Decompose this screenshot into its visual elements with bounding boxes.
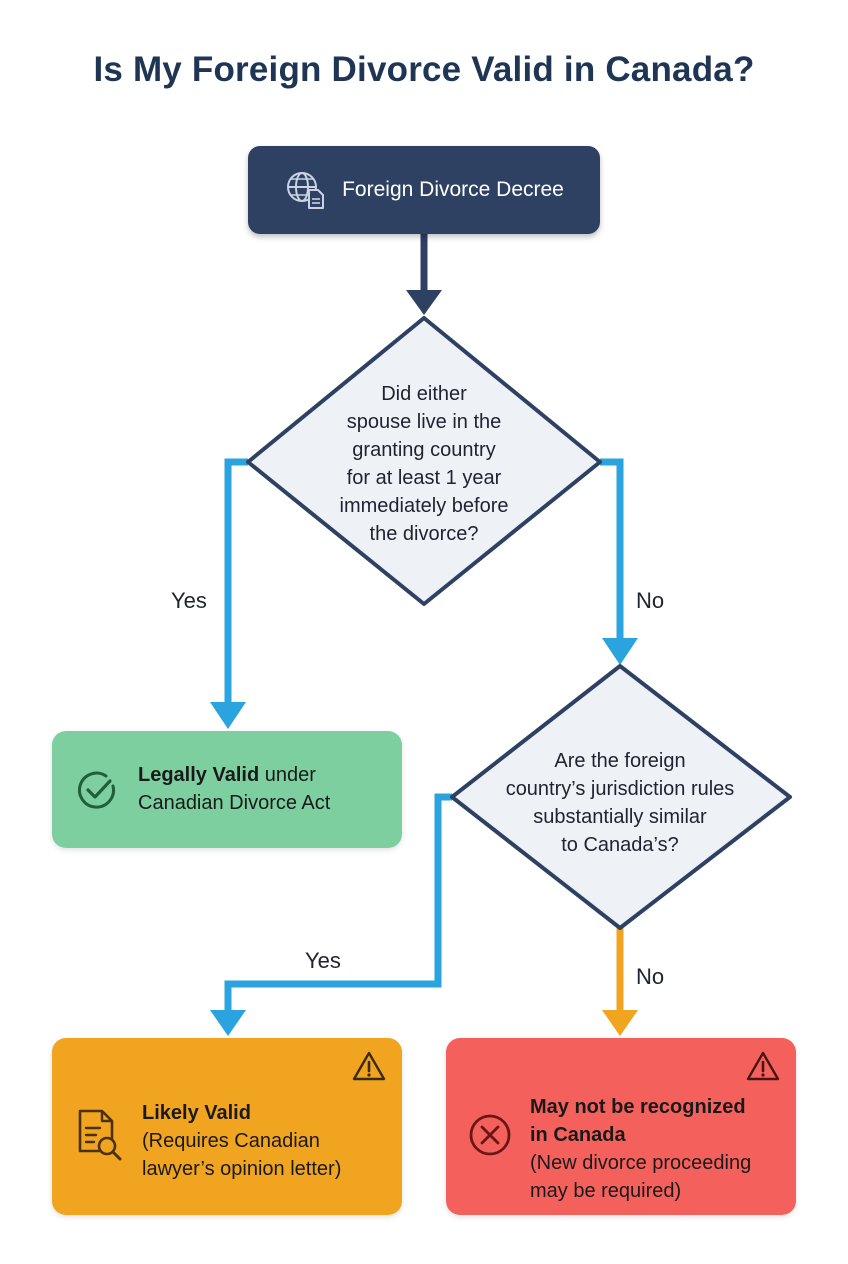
result-not-recognized-text: May not be recognized in Canada (New div… <box>530 1093 751 1205</box>
question-line: granting country <box>352 439 496 461</box>
question-line: Did either <box>381 383 467 405</box>
connector-q1-yes <box>224 458 248 702</box>
arrowhead-start-to-q1 <box>406 290 442 315</box>
question-jurisdiction-text: Are the foreign country’s jurisdiction r… <box>470 747 770 859</box>
check-circle-icon <box>78 771 115 809</box>
result-valid-line2: Canadian Divorce Act <box>138 792 331 814</box>
question-line: for at least 1 year <box>346 467 502 489</box>
question-line: country’s jurisdiction rules <box>505 778 735 800</box>
result-likely-valid: Likely Valid (Requires Canadian lawyer’s… <box>52 1038 402 1215</box>
globe-document-icon <box>287 172 325 209</box>
arrowhead-q1-yes <box>210 702 246 729</box>
result-not-line3: (New divorce proceeding <box>530 1152 752 1174</box>
result-legally-valid: Legally Valid under Canadian Divorce Act <box>52 731 402 848</box>
q2-yes-label: Yes <box>305 948 341 973</box>
question-line: immediately before <box>339 495 509 517</box>
q1-yes-label: Yes <box>171 588 207 613</box>
question-line: to Canada’s? <box>561 834 679 856</box>
q2-no-label: No <box>636 964 665 989</box>
result-not-line4: may be required) <box>530 1180 682 1202</box>
connector-q2-yes <box>224 793 452 1010</box>
x-circle-icon <box>469 1114 511 1156</box>
question-residency-text: Did either spouse live in the granting c… <box>310 380 538 548</box>
result-likely-text: Likely Valid (Requires Canadian lawyer’s… <box>142 1099 341 1183</box>
decision-diamond-jurisdiction <box>450 664 792 930</box>
arrowhead-q2-no <box>602 1010 638 1036</box>
result-valid-text: Legally Valid under Canadian Divorce Act <box>138 761 330 817</box>
document-search-icon <box>78 1109 122 1161</box>
result-valid-title: Legally Valid <box>138 764 260 786</box>
result-not-title-line2: in Canada <box>530 1124 626 1146</box>
page-title: Is My Foreign Divorce Valid in Canada? <box>93 50 755 89</box>
connector-q1-no <box>600 458 624 640</box>
question-line: spouse live in the <box>346 411 502 433</box>
question-line: Are the foreign <box>554 750 686 772</box>
question-line: the divorce? <box>369 523 479 545</box>
result-valid-title-suffix: under <box>259 764 316 786</box>
result-not-recognized: May not be recognized in Canada (New div… <box>446 1038 796 1215</box>
warning-icon <box>352 1051 386 1081</box>
decision-diamond-residency <box>246 316 602 606</box>
q1-no-label: No <box>636 588 665 613</box>
arrowhead-q1-no <box>602 638 638 665</box>
arrowhead-q2-yes <box>210 1010 246 1036</box>
start-node-foreign-decree: Foreign Divorce Decree <box>248 146 600 234</box>
result-likely-line2: (Requires Canadian <box>142 1130 320 1152</box>
result-likely-line3: lawyer’s opinion letter) <box>142 1158 342 1180</box>
start-node-label: Foreign Divorce Decree <box>342 178 564 201</box>
result-valid-line1: Legally Valid under <box>138 761 330 789</box>
warning-icon <box>746 1051 780 1081</box>
question-line: substantially similar <box>533 806 707 828</box>
result-likely-title: Likely Valid <box>142 1102 251 1124</box>
result-not-title-line1: May not be recognized <box>530 1096 746 1118</box>
